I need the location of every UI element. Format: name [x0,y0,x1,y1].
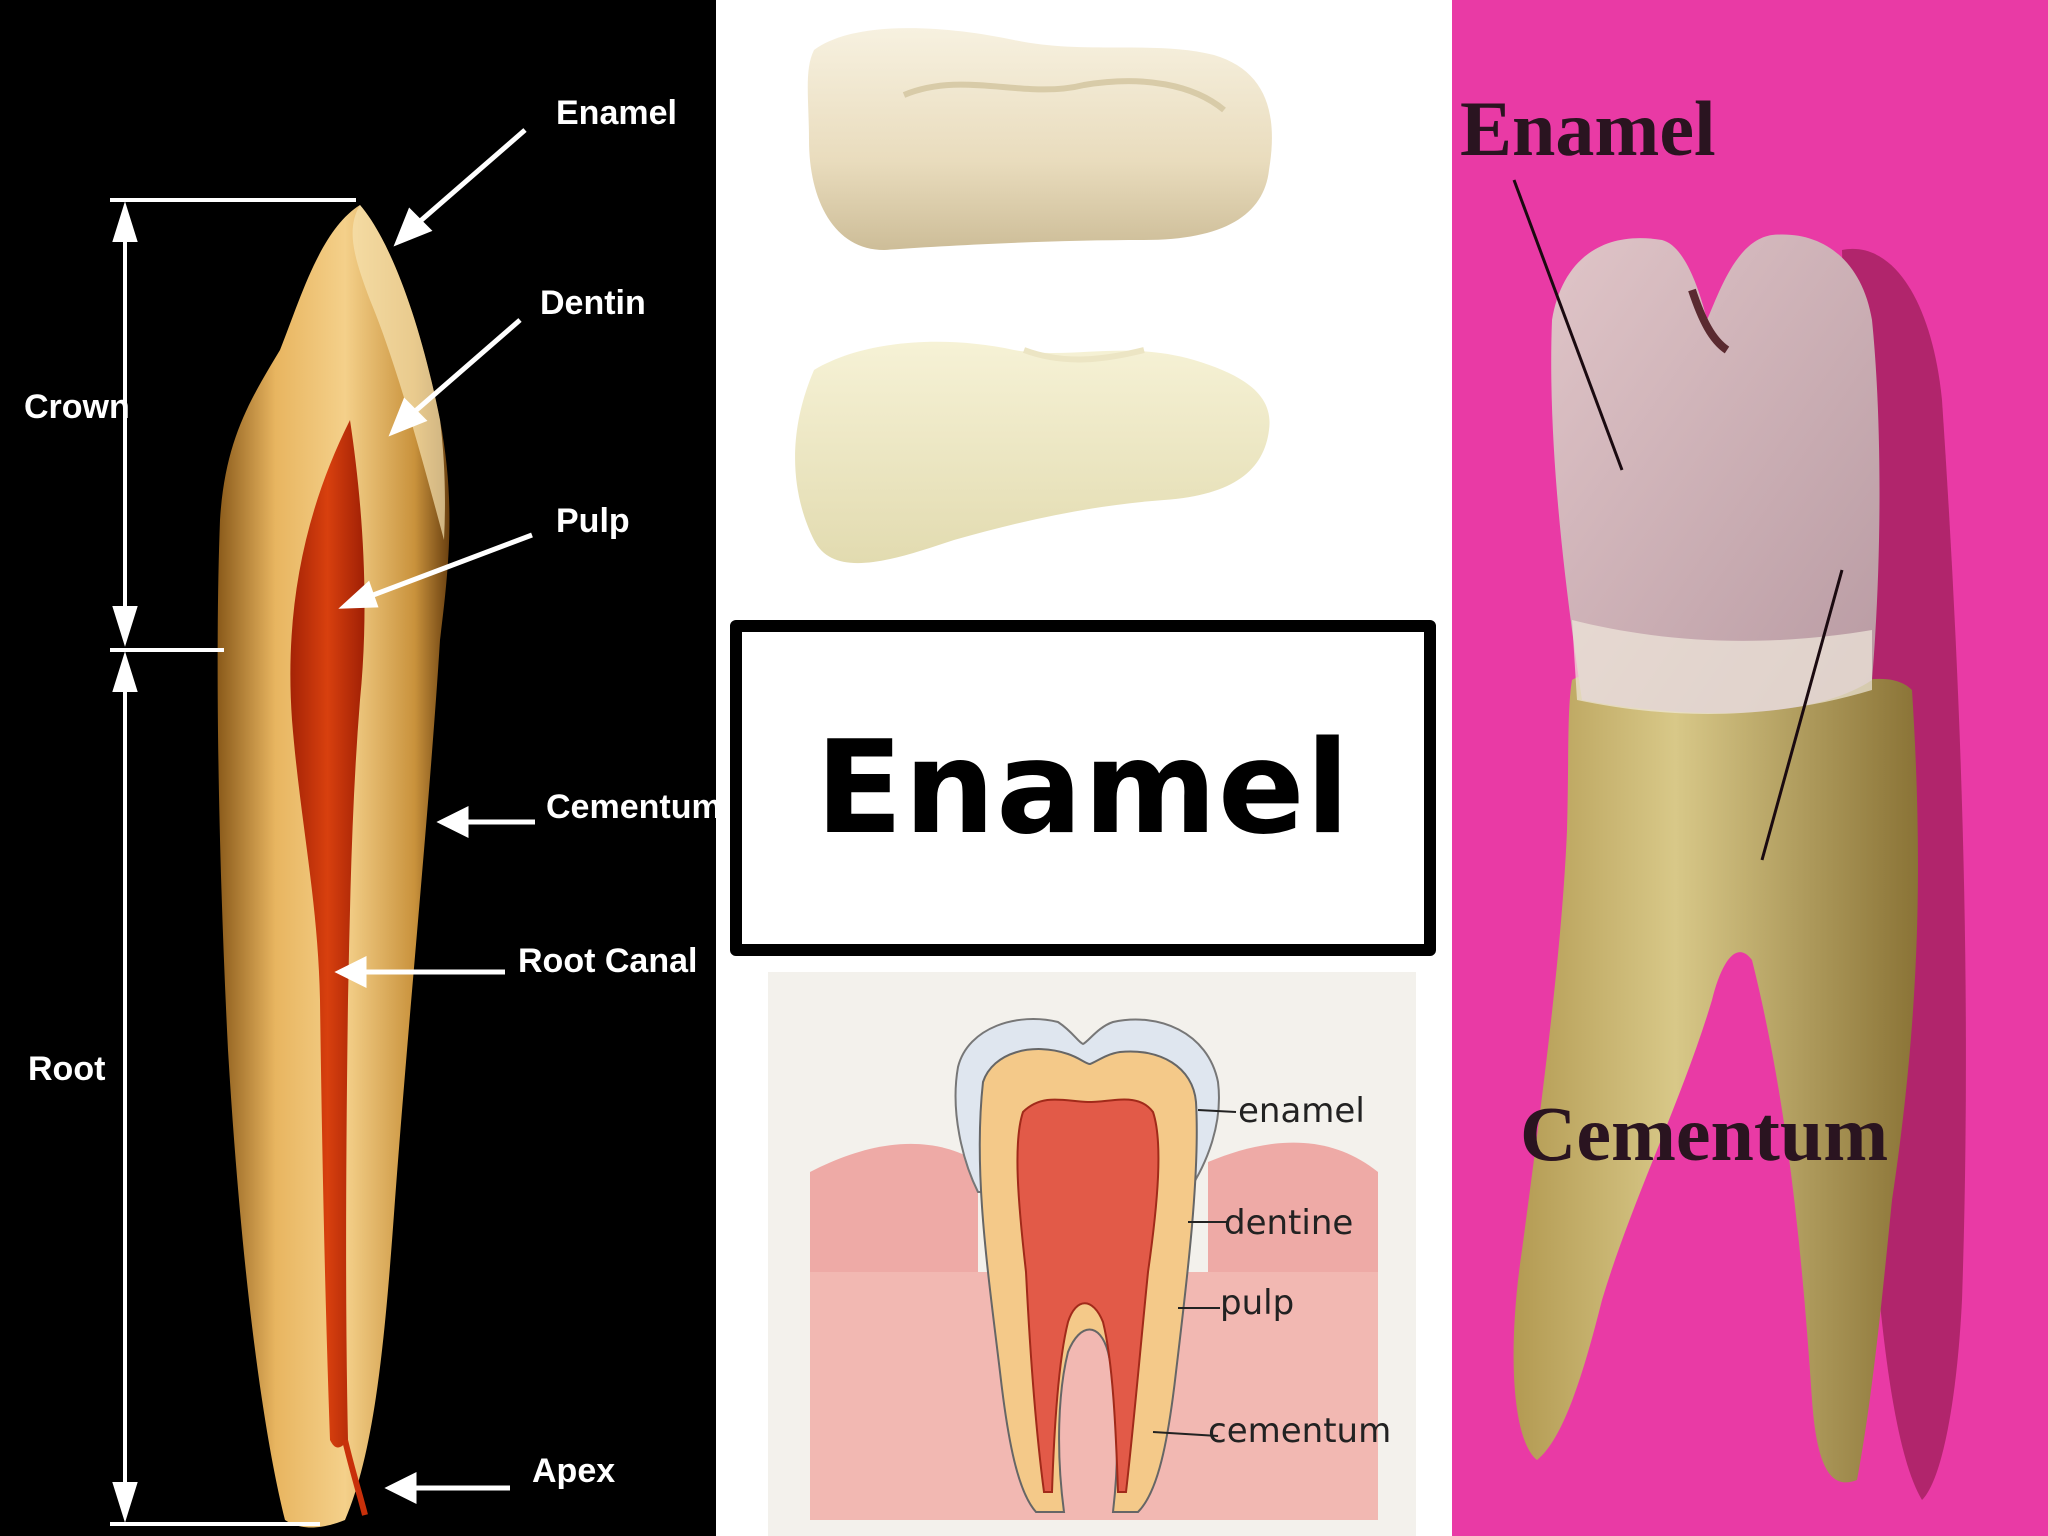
label-enamel-lower: enamel [1238,1091,1365,1131]
enamel-cap-upper [807,28,1272,250]
enamel-cap-svg [795,28,1272,564]
label-dentine: dentine [1224,1203,1353,1243]
label-pulp: Pulp [556,502,630,540]
molar-photo: Enamel Cementum [1452,0,2048,1536]
enamel-cap-photos [724,0,1444,612]
molar-crown [1551,234,1880,714]
leader-lines [1152,1109,1237,1437]
label-root: Root [28,1050,105,1088]
pulp [1016,1098,1160,1493]
molar-svg: Enamel Cementum [1460,85,1966,1501]
pulp-canal [290,420,365,1448]
label-enamel-right: Enamel [1460,85,1716,172]
pointer-arrows [334,128,535,1505]
label-cementum-right: Cementum [1520,1090,1888,1177]
label-dentin: Dentin [540,284,646,322]
tooth-section-diagram: Enamel Dentin Pulp Cementum Root Canal A… [0,0,716,1536]
label-cementum: Cementum [546,788,716,826]
label-enamel: Enamel [556,94,677,132]
label-cementum-lower: cementum [1208,1411,1391,1451]
tooth-cross-section-svg: enamel dentine pulp cementum [810,1018,1391,1520]
enamel-cap-lower [795,341,1270,564]
label-crown: Crown [24,388,130,426]
tooth-section-svg: Enamel Dentin Pulp Cementum Root Canal A… [24,94,716,1528]
label-apex: Apex [532,1452,615,1490]
label-root-canal: Root Canal [518,942,697,980]
page-title: Enamel [815,713,1351,863]
label-pulp-lower: pulp [1220,1283,1294,1323]
enamel-layer [352,205,445,540]
tooth-cross-section-diagram: enamel dentine pulp cementum [768,972,1416,1536]
dimension-lines [110,198,356,1526]
molar-roots [1513,674,1918,1483]
molar-pointer-lines [1512,179,1844,861]
title-box: Enamel [730,620,1436,956]
